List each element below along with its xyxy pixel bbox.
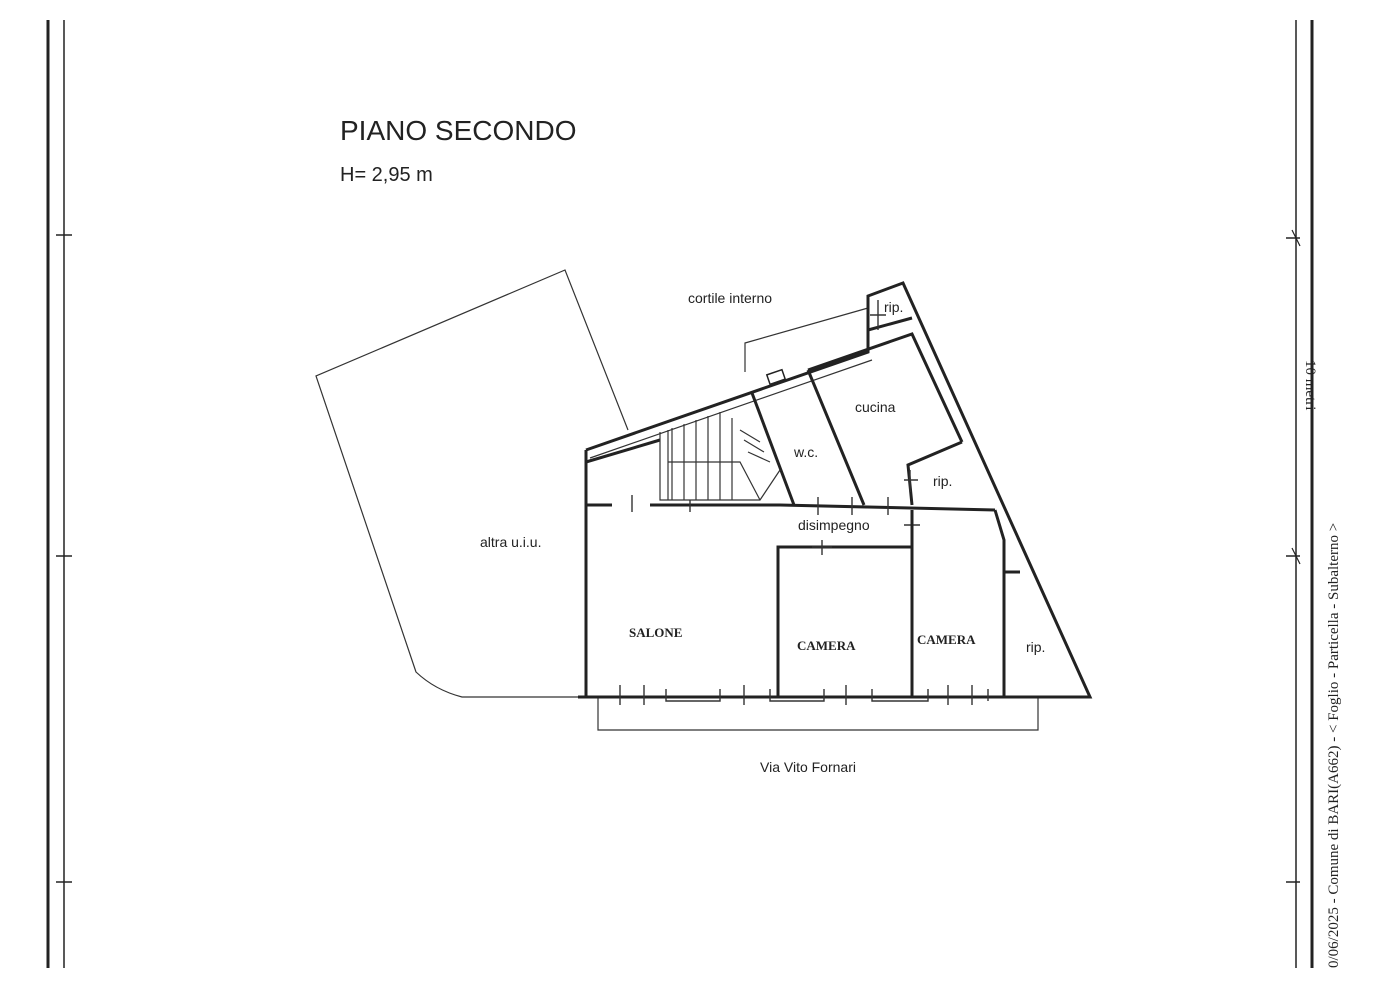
label-camera-2: CAMERA xyxy=(917,632,976,647)
scale-label: 10 metri xyxy=(1302,360,1318,410)
label-camera-1: CAMERA xyxy=(797,638,856,653)
street-name: Via Vito Fornari xyxy=(760,759,856,775)
street-windows xyxy=(619,685,989,705)
camera1-walls xyxy=(776,545,914,697)
label-altra: altra u.i.u. xyxy=(480,534,541,550)
camera1-door xyxy=(812,540,832,555)
courtyard-outline xyxy=(744,307,869,372)
corridor-door-marks xyxy=(631,495,920,532)
wc-window xyxy=(765,368,787,386)
exterior-wall-inner xyxy=(589,359,873,459)
rip-top-walls xyxy=(867,316,913,332)
balcony-outline xyxy=(597,697,1039,731)
camera2-walls xyxy=(910,509,1006,697)
catasto-reference: 0/06/2025 - Comune di BARI(A662) - < Fog… xyxy=(1326,523,1342,968)
staircase xyxy=(585,412,781,501)
right-margin-rule xyxy=(1286,20,1314,968)
label-disimpegno: disimpegno xyxy=(798,517,870,533)
label-rip-mid: rip. xyxy=(933,473,952,489)
label-wc: w.c. xyxy=(793,444,818,460)
ceiling-height: H= 2,95 m xyxy=(340,164,433,186)
wc-walls xyxy=(750,392,796,506)
label-rip-top: rip. xyxy=(884,299,903,315)
label-rip-right: rip. xyxy=(1026,639,1045,655)
label-cucina: cucina xyxy=(855,399,896,415)
rip-top-door xyxy=(870,300,886,330)
kitchen-walls xyxy=(806,332,964,506)
corridor-wall-top xyxy=(586,503,996,512)
rip-mid-door xyxy=(904,470,918,492)
plan-title: PIANO SECONDO xyxy=(340,115,576,146)
adjacent-unit-outline xyxy=(315,269,629,698)
left-margin-rule xyxy=(46,20,72,968)
label-cortile: cortile interno xyxy=(688,290,772,306)
label-salone: SALONE xyxy=(629,625,682,640)
